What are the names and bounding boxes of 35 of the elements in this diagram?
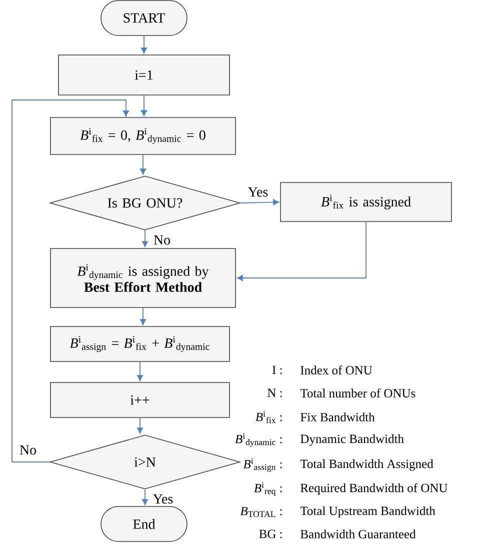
legend-text: Total Upstream Bandwidth <box>300 506 436 518</box>
arrow <box>12 100 130 462</box>
legend-text: Required Bandwidth of ONU <box>300 483 448 495</box>
symbol-label: I : <box>272 366 282 374</box>
legend-text: Total Bandwidth Assigned <box>300 459 434 471</box>
symbol-label: B$^{i}$$_{req}$ : <box>254 482 282 496</box>
arrow <box>140 307 146 326</box>
process-box: i=1 <box>58 54 230 96</box>
edge-label: Yes <box>152 493 174 505</box>
process-box: B$^{i}$$_{fix}$ = 0, B$^{i}$$_{dynamic}$ = 0 <box>50 117 236 155</box>
arrow <box>140 154 146 175</box>
process-box: i++ <box>50 382 230 418</box>
arrow <box>140 94 148 116</box>
symbol-label: BG : <box>259 530 282 538</box>
edge-label: No <box>152 234 172 246</box>
process-box: B$^{i}$$_{assign}$ = B$^{i}$$_{fix}$ + B$^{i}$dynamic <box>50 326 230 362</box>
edge-label: Yes <box>246 186 270 198</box>
arrow <box>140 35 148 54</box>
legend-text: Bandwidth Guaranteed <box>300 530 416 538</box>
arrow <box>240 199 280 206</box>
legend-text: Dynamic Bandwidth <box>300 434 404 446</box>
legend-text: Index of ONU <box>300 366 372 374</box>
legend-text: Total number of ONUs <box>300 388 416 398</box>
arrow <box>136 417 144 434</box>
edge-label: No <box>18 444 38 456</box>
symbol-label: B$^{i}$$_{fix}$ : <box>256 410 282 424</box>
arrow <box>236 221 366 282</box>
process-box: B$^{i}$$_{dynamic}$ is assigned by Best Effort Method <box>50 248 236 308</box>
legend-text: Fix Bandwidth <box>300 412 375 422</box>
process-box: B$^{i}$$_{fix}$ is assigned <box>280 182 452 222</box>
arrow <box>136 361 144 382</box>
arrow <box>142 488 148 506</box>
symbol-label: B$_{TOTAL}$ : <box>240 506 282 518</box>
arrow <box>142 230 148 248</box>
symbol-label: N : <box>268 388 282 398</box>
